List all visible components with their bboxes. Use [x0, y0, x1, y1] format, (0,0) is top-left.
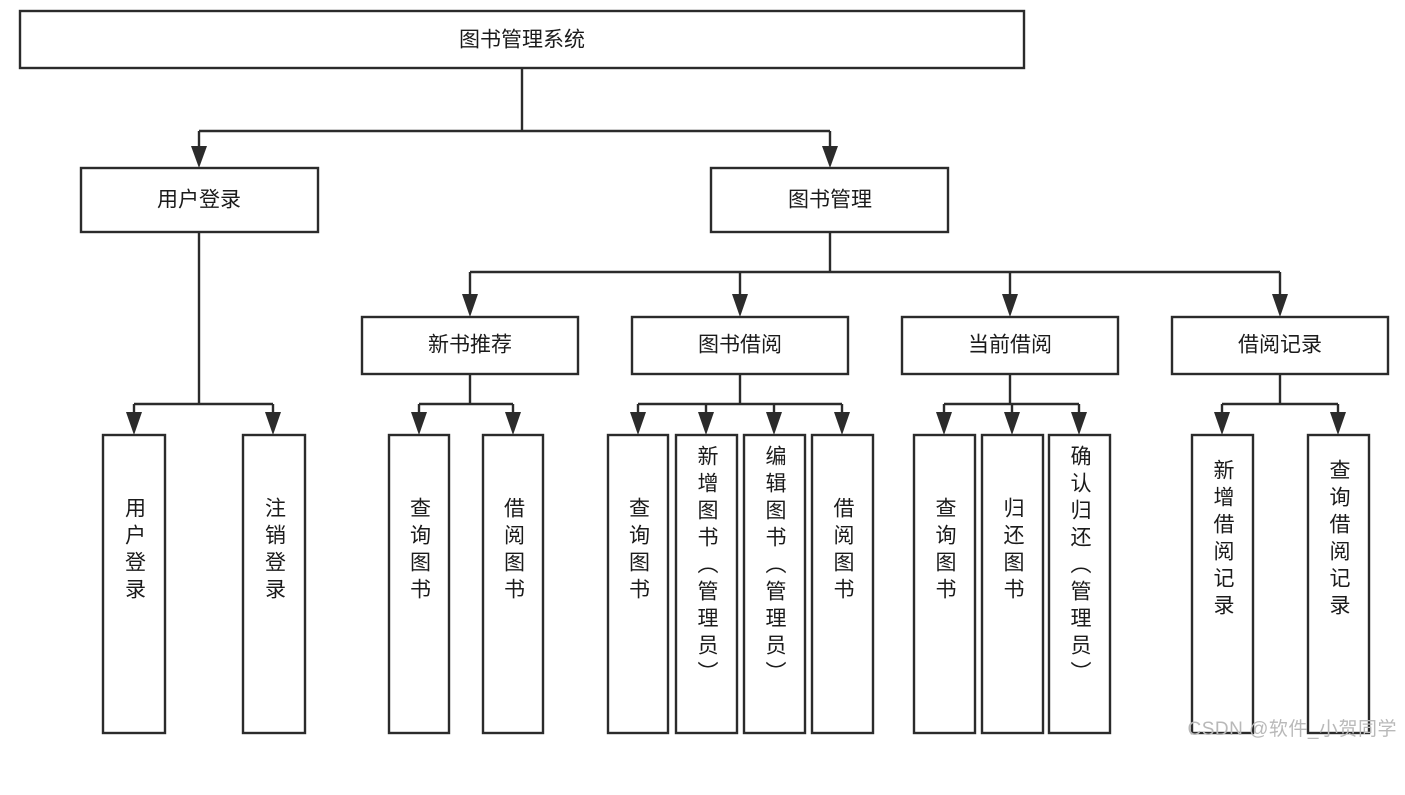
arrow-head-bb-leaf-4: [834, 412, 850, 435]
node-book-manage-label: 图书管理: [788, 189, 872, 212]
arrow-head-cb-leaf-2: [1004, 412, 1020, 435]
arrow-head-leaf-logout: [265, 412, 281, 435]
leaf-box-bb-add-book[interactable]: [674, 433, 739, 735]
leaf-boxes-new-book-recommend: [387, 433, 545, 735]
node-root-system[interactable]: 图书管理系统: [18, 9, 1026, 70]
arrow-head-book-borrow: [732, 294, 748, 317]
node-root-system-label: 图书管理系统: [459, 29, 585, 52]
leaf-boxes-book-borrow: [606, 433, 875, 735]
leaf-box-cb-return-book[interactable]: [980, 433, 1045, 735]
node-borrow-record-label: 借阅记录: [1238, 334, 1322, 357]
node-book-borrow-label: 图书借阅: [698, 334, 782, 357]
leaf-box-br-query-record[interactable]: [1306, 433, 1371, 735]
leaf-box-nb-query-book[interactable]: [387, 433, 451, 735]
leaf-box-cb-query-book[interactable]: [912, 433, 977, 735]
node-borrow-record-box[interactable]: [1170, 315, 1390, 376]
node-borrow-record[interactable]: 借阅记录: [1170, 315, 1390, 376]
node-book-manage-box[interactable]: [709, 166, 950, 234]
arrow-head-br-leaf-2: [1330, 412, 1346, 435]
node-new-book-recommend-label: 新书推荐: [428, 334, 512, 357]
connectors-new-book-to-leaves: [411, 374, 521, 435]
node-user-login-label: 用户登录: [157, 189, 241, 212]
arrow-head-br-leaf-1: [1214, 412, 1230, 435]
node-book-manage[interactable]: 图书管理: [709, 166, 950, 234]
node-current-borrow-box[interactable]: [900, 315, 1120, 376]
arrow-head-current-borrow: [1002, 294, 1018, 317]
arrow-head-new-book: [462, 294, 478, 317]
arrow-head-user-login: [191, 146, 207, 168]
leaf-box-br-add-record[interactable]: [1190, 433, 1255, 735]
arrow-head-cb-leaf-1: [936, 412, 952, 435]
arrow-head-cb-leaf-3: [1071, 412, 1087, 435]
leaf-box-bb-query-book[interactable]: [606, 433, 670, 735]
node-new-book-recommend[interactable]: 新书推荐: [360, 315, 580, 376]
arrow-head-bb-leaf-3: [766, 412, 782, 435]
csdn-watermark: CSDN @软件_小贺同学: [1187, 719, 1397, 740]
arrow-head-nb-leaf-2: [505, 412, 521, 435]
leaf-box-user-login[interactable]: [101, 433, 167, 735]
arrow-head-bb-leaf-1: [630, 412, 646, 435]
leaf-boxes-user-login: [101, 433, 307, 735]
arrow-head-book-manage: [822, 146, 838, 168]
arrow-head-borrow-record: [1272, 294, 1288, 317]
connectors-current-borrow-to-leaves: [936, 374, 1087, 435]
leaf-box-logout[interactable]: [241, 433, 307, 735]
node-current-borrow[interactable]: 当前借阅: [900, 315, 1120, 376]
node-current-borrow-label: 当前借阅: [968, 334, 1052, 357]
leaf-box-nb-borrow-book[interactable]: [481, 433, 545, 735]
diagram-canvas: 图书管理系统 用户登录 图书管理 新书推荐 图书借阅 当前借阅 借阅记录: [18, 9, 1397, 740]
connectors-borrow-record-to-leaves: [1214, 374, 1346, 435]
connectors-user-login-to-leaves: [126, 232, 281, 435]
leaf-boxes-borrow-record: [1190, 433, 1371, 735]
flowchart-svg: 图书管理系统 用户登录 图书管理 新书推荐 图书借阅 当前借阅 借阅记录: [18, 9, 1390, 735]
arrow-head-bb-leaf-2: [698, 412, 714, 435]
arrow-head-nb-leaf-1: [411, 412, 427, 435]
node-book-borrow[interactable]: 图书借阅: [630, 315, 850, 376]
arrow-head-leaf-user-login: [126, 412, 142, 435]
connectors-book-borrow-to-leaves: [630, 374, 850, 435]
leaf-box-bb-edit-book[interactable]: [742, 433, 807, 735]
node-new-book-recommend-box[interactable]: [360, 315, 580, 376]
connectors-root-to-level2: [191, 68, 838, 168]
node-user-login-box[interactable]: [79, 166, 320, 234]
node-user-login[interactable]: 用户登录: [79, 166, 320, 234]
leaf-boxes-current-borrow: [912, 433, 1112, 735]
node-book-borrow-box[interactable]: [630, 315, 850, 376]
leaf-box-bb-borrow-book[interactable]: [810, 433, 875, 735]
leaf-box-cb-confirm-return[interactable]: [1047, 433, 1112, 735]
node-root-system-box[interactable]: [18, 9, 1026, 70]
connectors-book-manage-to-level3: [462, 232, 1288, 317]
